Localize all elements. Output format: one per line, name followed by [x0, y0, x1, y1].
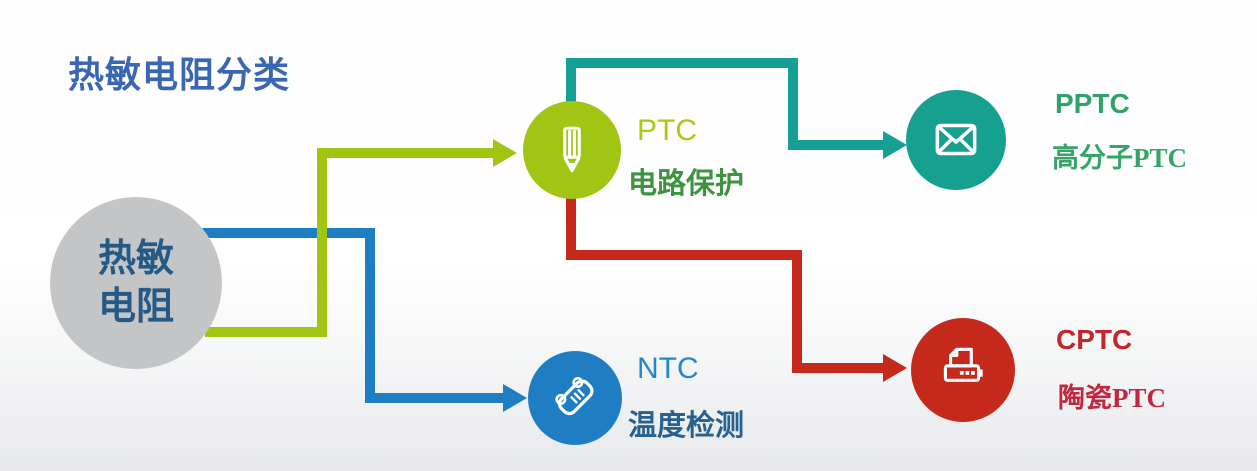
node-ntc — [528, 351, 622, 445]
cptc-label: CPTC — [1056, 324, 1133, 355]
node-pptc — [906, 90, 1006, 190]
pptc-label: PPTC — [1055, 88, 1130, 119]
arrowhead-pptc — [883, 131, 907, 159]
cptc-sublabel: 陶瓷PTC — [1058, 383, 1166, 413]
page-title: 热敏电阻分类 — [68, 54, 291, 95]
ntc-sublabel: 温度检测 — [628, 410, 745, 442]
node-root-thermistor: 热敏 电阻 — [50, 197, 222, 369]
connector-root-to-ntc — [200, 228, 527, 412]
root-label-line1: 热敏 — [97, 238, 174, 280]
pencil-icon — [563, 126, 581, 173]
connector-ptc-to-pptc — [566, 58, 907, 159]
ntc-label: NTC — [637, 352, 699, 385]
arrowhead-ntc — [503, 384, 527, 412]
arrowhead-cptc — [883, 354, 907, 382]
ptc-sublabel: 电路保护 — [628, 168, 745, 200]
root-label-line2: 电阻 — [97, 286, 174, 328]
pptc-sublabel: 高分子PTC — [1052, 143, 1187, 173]
printer-icon — [943, 347, 983, 382]
node-ptc — [523, 101, 621, 199]
envelope-icon — [935, 123, 977, 156]
node-cptc — [911, 318, 1015, 422]
connector-root-to-ptc — [205, 139, 517, 337]
ptc-label: PTC — [637, 114, 697, 147]
arrowhead-ptc — [493, 139, 517, 167]
connector-ptc-to-cptc — [566, 190, 907, 382]
scroll-icon — [555, 376, 594, 416]
